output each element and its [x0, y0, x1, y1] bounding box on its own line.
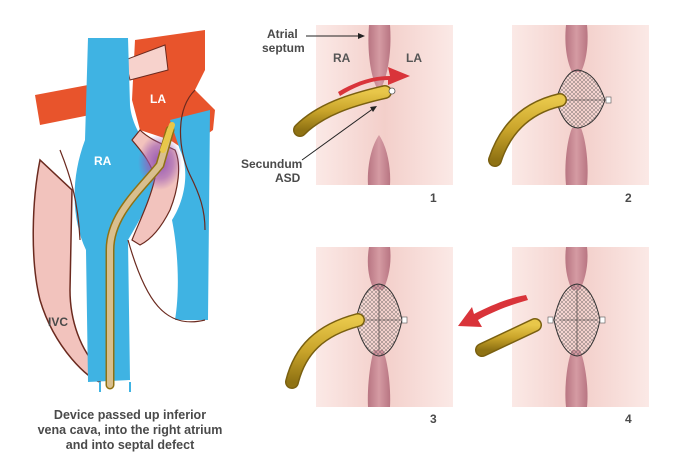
atrial-septum-label-1: Atrial	[267, 27, 298, 41]
secundum-label-1: Secundum	[241, 157, 302, 171]
step-number-2: 2	[625, 191, 632, 205]
caption-line-2: vena cava, into the right atrium	[37, 423, 223, 437]
secundum-label-2: ASD	[275, 171, 301, 185]
direction-arrow-1	[338, 67, 410, 96]
step-number-1: 1	[430, 191, 437, 205]
panel-la-label: LA	[406, 51, 422, 65]
aorta-branch	[35, 85, 90, 125]
label-la-heart: LA	[150, 92, 166, 106]
heart-tissue	[32, 158, 101, 383]
annotations: Atrial septum Secundum ASD	[241, 27, 377, 185]
caption-line-3: and into septal defect	[65, 438, 195, 452]
label-ra-heart: RA	[94, 154, 112, 168]
heart-illustration: LA RA IVC	[32, 30, 215, 392]
step-number-3: 3	[430, 412, 437, 426]
direction-arrow-4	[458, 295, 528, 327]
caption-line-1: Device passed up inferior	[53, 408, 207, 422]
step-panel-1: RA LA 1	[293, 25, 453, 205]
septum-top-1	[368, 25, 391, 92]
right-ventricle-blue	[170, 110, 210, 320]
step-number-4: 4	[625, 412, 632, 426]
atrial-septum-label-2: septum	[262, 41, 305, 55]
step-panel-2: 2	[488, 25, 649, 205]
step-panel-4: 4	[458, 247, 649, 426]
label-ivc: IVC	[48, 315, 68, 329]
step-panel-3: 3	[285, 247, 453, 426]
septum-bottom-1	[367, 135, 391, 185]
panel-ra-label: RA	[333, 51, 351, 65]
figure-caption: Device passed up inferior vena cava, int…	[30, 408, 230, 453]
